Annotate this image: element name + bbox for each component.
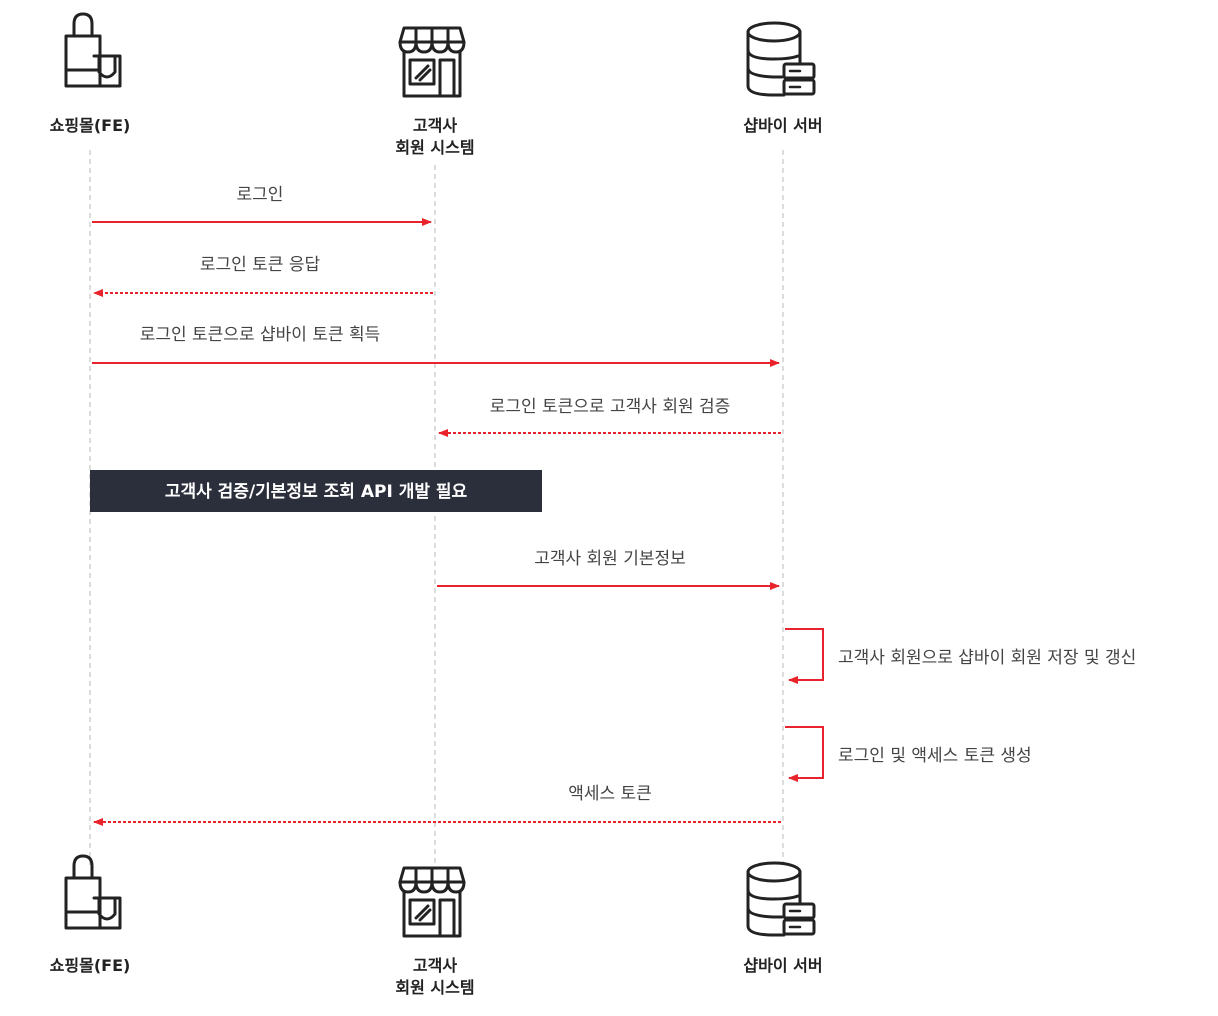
database-server-icon: [746, 21, 816, 97]
message-label: 로그인 토큰 응답: [200, 255, 321, 275]
participant-member-system-bottom: 고객사 회원 시스템: [395, 866, 475, 997]
database-server-icon: [746, 861, 816, 937]
message-1: 로그인: [92, 185, 432, 226]
self-arrow: [785, 628, 824, 684]
self-arrow: [785, 726, 824, 782]
message-label: 액세스 토큰: [568, 784, 652, 804]
message-label: 로그인 토큰으로 샵바이 토큰 획득: [140, 325, 381, 345]
storefront-icon: [398, 26, 466, 98]
participant-server-label: 샵바이 서버: [743, 956, 822, 975]
message-5: 고객사 회원 기본정보: [437, 549, 780, 590]
message-label: 고객사 회원 기본정보: [534, 549, 686, 569]
message-label: 고객사 회원으로 샵바이 회원 저장 및 갱신: [838, 648, 1136, 668]
participant-member-label-line-2: 회원 시스템: [395, 978, 474, 997]
note-box: [90, 470, 542, 512]
message-label: 로그인 및 액세스 토큰 생성: [838, 746, 1032, 766]
participant-member-label-line-1: 고객사: [413, 956, 457, 975]
note-text: 고객사 검증/기본정보 조회 API 개발 필요: [165, 482, 468, 502]
participant-fe-top: 쇼핑몰(FE): [50, 12, 131, 135]
participant-member-label-line-2: 회원 시스템: [395, 138, 474, 157]
message-label: 로그인 토큰으로 고객사 회원 검증: [490, 397, 731, 417]
storefront-icon: [398, 866, 466, 938]
message-3: 로그인 토큰으로 샵바이 토큰 획득: [92, 325, 780, 367]
participant-fe-label: 쇼핑몰(FE): [50, 116, 131, 135]
message-8: 액세스 토큰: [93, 784, 781, 826]
participant-fe-bottom: 쇼핑몰(FE): [50, 854, 131, 975]
message-2: 로그인 토큰 응답: [93, 255, 433, 297]
participant-member-label-line-1: 고객사: [413, 116, 457, 135]
participant-server-bottom: 샵바이 서버: [743, 861, 823, 975]
message-6-self: 고객사 회원으로 샵바이 회원 저장 및 갱신: [785, 628, 1136, 684]
shopping-bag-icon: [64, 854, 122, 930]
participant-member-system-top: 고객사 회원 시스템: [395, 26, 475, 157]
participant-server-label: 샵바이 서버: [743, 116, 822, 135]
participant-server-top: 샵바이 서버: [743, 21, 823, 135]
message-4: 로그인 토큰으로 고객사 회원 검증: [438, 397, 781, 437]
message-label: 로그인: [237, 185, 284, 205]
participant-fe-label: 쇼핑몰(FE): [50, 956, 131, 975]
shopping-bag-icon: [64, 12, 122, 88]
note-api-required: 고객사 검증/기본정보 조회 API 개발 필요: [90, 470, 542, 512]
message-7-self: 로그인 및 액세스 토큰 생성: [785, 726, 1032, 782]
